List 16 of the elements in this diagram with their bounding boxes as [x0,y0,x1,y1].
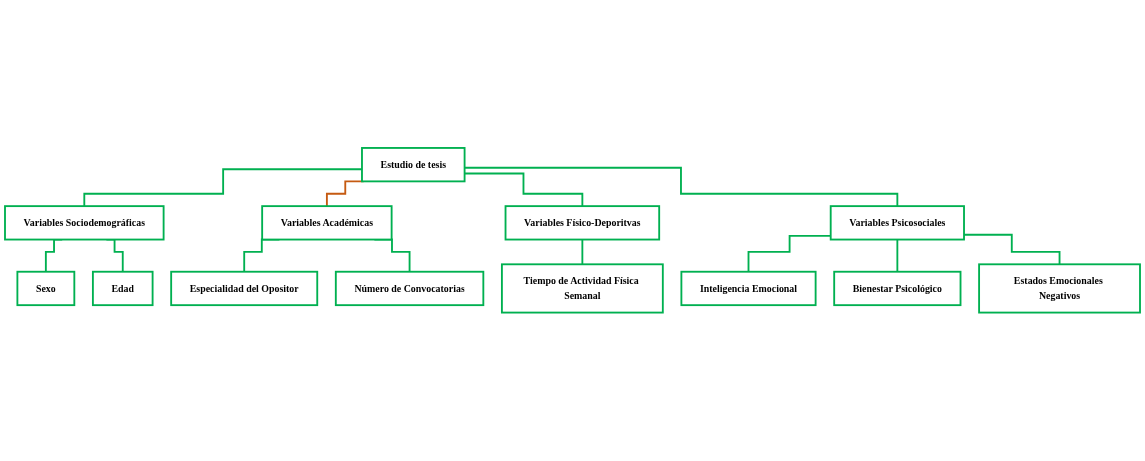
node-box: Variables Sociodemográficas [4,205,165,241]
node-box: Inteligencia Emocional [680,271,817,307]
node-box: Edad [91,271,154,307]
node-box: Número de Convocatorias [334,271,485,307]
node-box: Bienestar Psicológico [833,271,962,307]
connector [581,238,584,266]
node-box: Variables Académicas [261,205,393,241]
connector [83,168,363,208]
node-box: Estados Emocionales Negativos [978,263,1141,314]
node-box: Sexo [16,271,76,307]
node-box: Especialidad del Opositor [170,271,319,307]
node-box: Tiempo de Actividad Física Semanal [500,263,664,314]
connector [896,238,899,273]
node-box: Variables Psicosociales [829,205,965,241]
node-box: Estudio de tesis [361,147,466,183]
node-box: Variables Físico-Deporitvas [504,205,661,241]
